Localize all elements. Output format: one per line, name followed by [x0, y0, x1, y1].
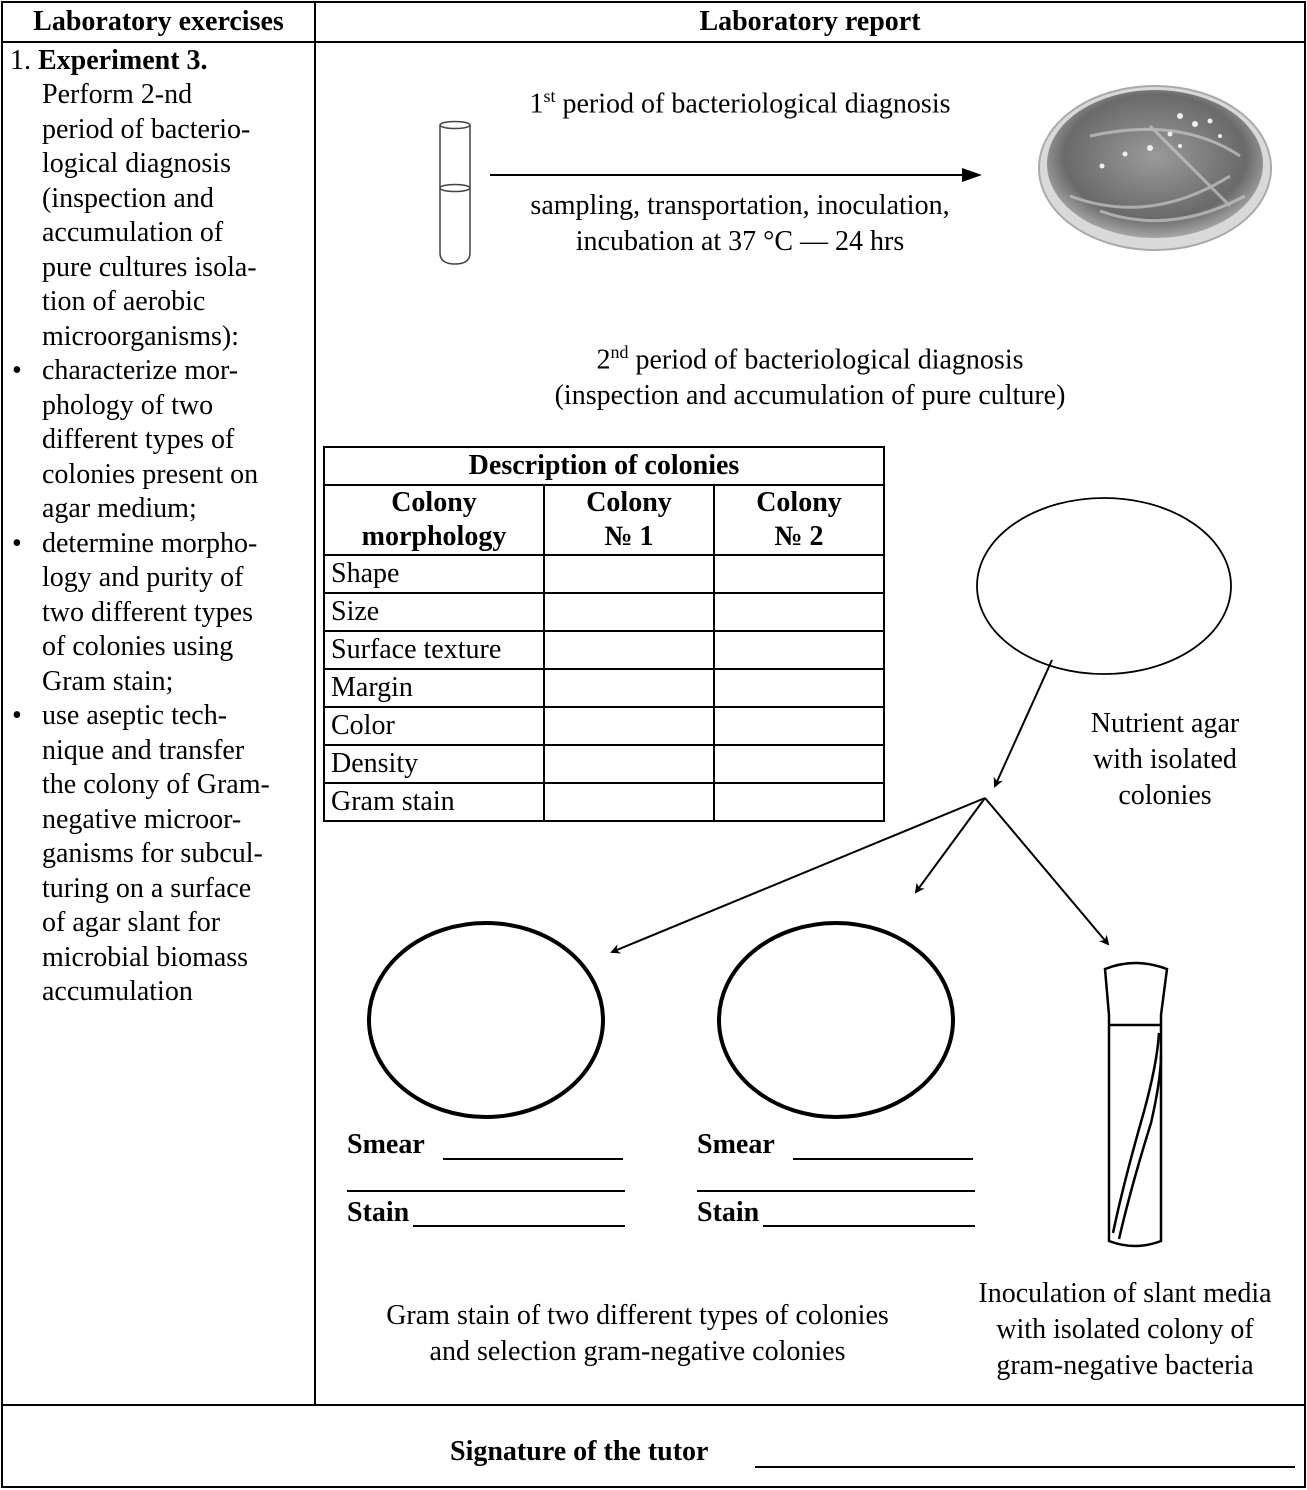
- smear-field-1-line2[interactable]: [347, 1190, 625, 1192]
- signature-field[interactable]: [755, 1466, 1295, 1468]
- smear-field-2-line2[interactable]: [697, 1190, 975, 1192]
- smear-field-1[interactable]: [443, 1158, 623, 1160]
- slant-caption: Inoculation of slant media with isolated…: [950, 1276, 1300, 1384]
- slant-tube-icon: [1095, 955, 1175, 1255]
- stain-label-2: Stain: [697, 1196, 759, 1230]
- signature-label: Signature of the tutor: [450, 1434, 708, 1470]
- smear-circle-1-icon: [362, 918, 612, 1130]
- stain-field-1[interactable]: [413, 1225, 625, 1227]
- stain-label-1: Stain: [347, 1196, 409, 1230]
- gram-stain-caption: Gram stain of two different types of col…: [330, 1298, 945, 1370]
- smear-label-1: Smear: [347, 1128, 425, 1162]
- smear-field-2[interactable]: [793, 1158, 973, 1160]
- smear-label-2: Smear: [697, 1128, 775, 1162]
- smear-circle-2-icon: [712, 918, 962, 1130]
- stain-field-2[interactable]: [763, 1225, 975, 1227]
